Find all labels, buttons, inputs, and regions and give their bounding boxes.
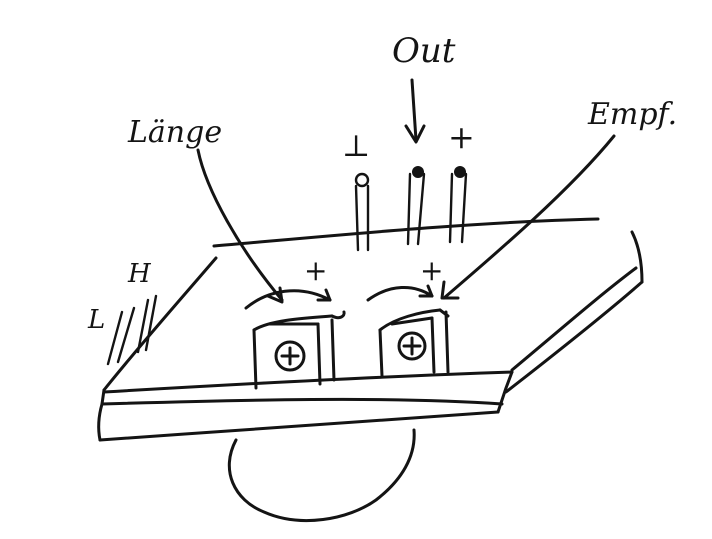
label-l: L [87, 305, 105, 335]
switch-stroke-3 [136, 298, 150, 354]
ground-pin-head [354, 172, 370, 188]
trimmer-screw-left [274, 340, 306, 372]
board-right-edge-bottom [504, 280, 644, 394]
label-plus-pin: + [448, 118, 475, 156]
rotation-arrow-right [366, 285, 434, 302]
ground-pin-left [354, 184, 360, 252]
switch-stroke-4 [144, 294, 158, 352]
pot-left-left-side [252, 328, 258, 390]
board-front-top-edge [102, 370, 514, 394]
switch-stroke-1 [106, 310, 124, 366]
pot-right-top-corner [438, 308, 450, 318]
label-empf: Empf. [587, 97, 677, 132]
pot-right-left-side [378, 328, 384, 378]
label-plus-right-trimmer: + [420, 254, 443, 287]
plus-pin-left [448, 172, 454, 244]
board-underside-edge [98, 410, 500, 442]
screw-cross-right-icon [402, 336, 422, 356]
pot-right-front-top [390, 316, 434, 326]
circuit-board [97, 217, 644, 442]
board-right-front-corner [496, 370, 514, 414]
out-pin-head [412, 166, 424, 178]
plus-pin-head [454, 166, 466, 178]
pins-group [354, 166, 468, 252]
out-pointer-arrow [410, 78, 418, 142]
empf-pointer-arrow [442, 134, 616, 300]
laenge-pointer-arrowhead [266, 286, 284, 304]
trimmer-screw-right [397, 331, 427, 361]
board-left-thickness [97, 388, 106, 442]
out-pointer-arrowhead [404, 124, 426, 144]
potentiometer-right [378, 308, 450, 378]
rotation-arrow-left [244, 289, 332, 310]
wire-loop-under-board [227, 428, 416, 522]
pot-right-top [378, 308, 442, 332]
out-pin-left [406, 172, 412, 246]
board-back-edge [212, 217, 600, 248]
potentiometer-left [252, 310, 346, 390]
board-right-edge-top [510, 266, 638, 372]
board-front-bottom-edge [100, 397, 504, 406]
pot-left-back-right [330, 318, 336, 382]
switch-stroke-2 [116, 306, 136, 364]
pot-right-back-right [444, 310, 450, 374]
pot-left-top [252, 314, 334, 332]
out-pin-right [416, 172, 426, 246]
label-plus-left-trimmer: + [304, 254, 327, 287]
plus-pin-right [460, 172, 468, 244]
pot-right-front-right [430, 316, 436, 374]
board-right-back-corner [630, 230, 644, 284]
pot-left-top-corner [330, 310, 346, 320]
label-ground-pin: ⊥ [342, 129, 370, 164]
label-laenge: Länge [127, 115, 222, 150]
label-h: H [127, 259, 152, 289]
rotation-arrow-right-head [418, 284, 434, 298]
screw-cross-left-icon [280, 346, 300, 366]
laenge-pointer-arrow [196, 148, 284, 302]
empf-pointer-arrowhead [440, 280, 460, 300]
rotation-arrow-left-head [316, 288, 332, 302]
pot-left-front-right [316, 322, 322, 386]
board-left-edge [102, 256, 218, 392]
label-out: Out [392, 31, 456, 71]
h-l-switch-strokes [106, 294, 158, 366]
